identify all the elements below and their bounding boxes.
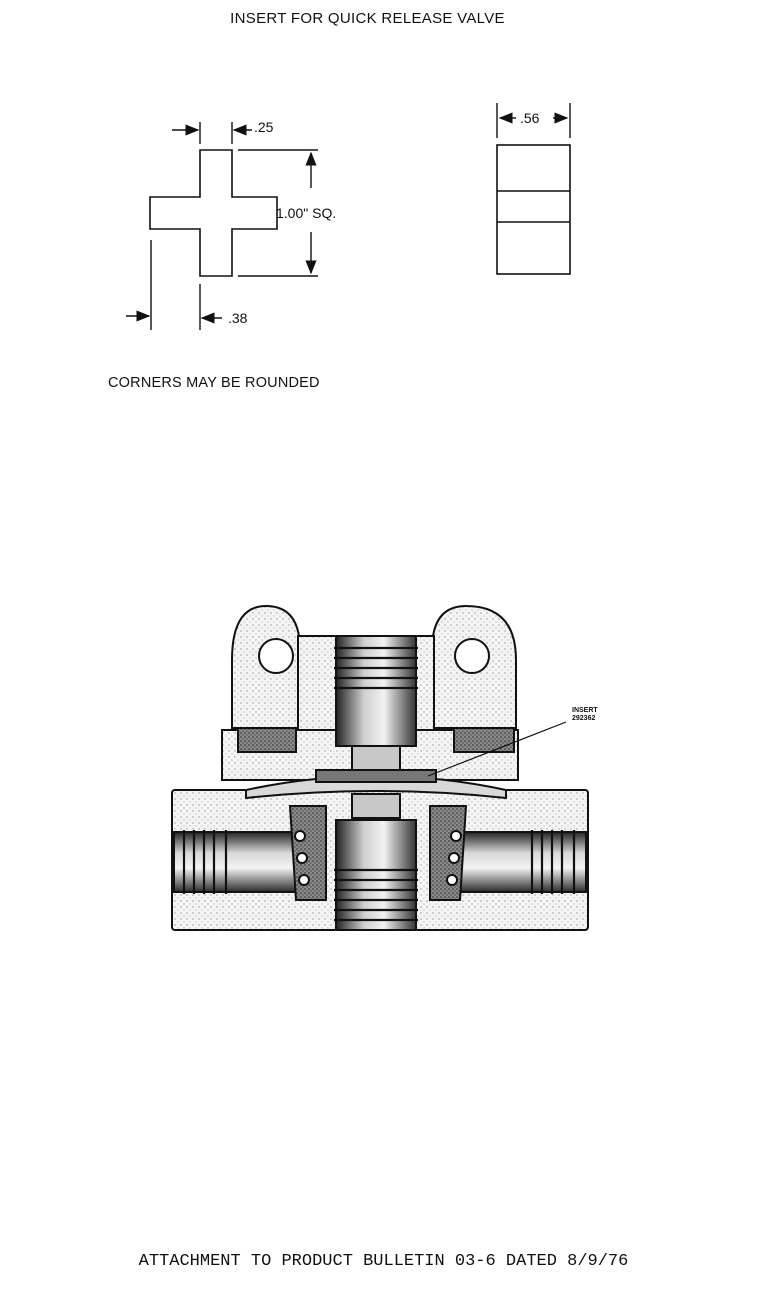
callout-part-number: 292362 <box>572 715 598 723</box>
dimension-slot-width <box>172 122 252 144</box>
callout-label: INSERT <box>572 707 598 715</box>
attachment-footer: ATTACHMENT TO PRODUCT BULLETIN 03-6 DATE… <box>0 1252 767 1271</box>
dimension-slot-width-label: .25 <box>254 119 273 135</box>
corner-note: CORNERS MAY BE ROUNDED <box>108 375 320 391</box>
dimension-arm-width <box>126 240 222 330</box>
dimension-overall-size-label: 1.00" SQ. <box>276 205 336 221</box>
insert-callout-label: INSERT 292362 <box>572 707 598 723</box>
valve-cutaway <box>172 606 588 930</box>
insert-front-view <box>150 150 277 276</box>
dimension-thickness-label: .56 <box>520 110 539 126</box>
insert-side-view <box>497 145 570 274</box>
dimension-arm-width-label: .38 <box>228 310 247 326</box>
